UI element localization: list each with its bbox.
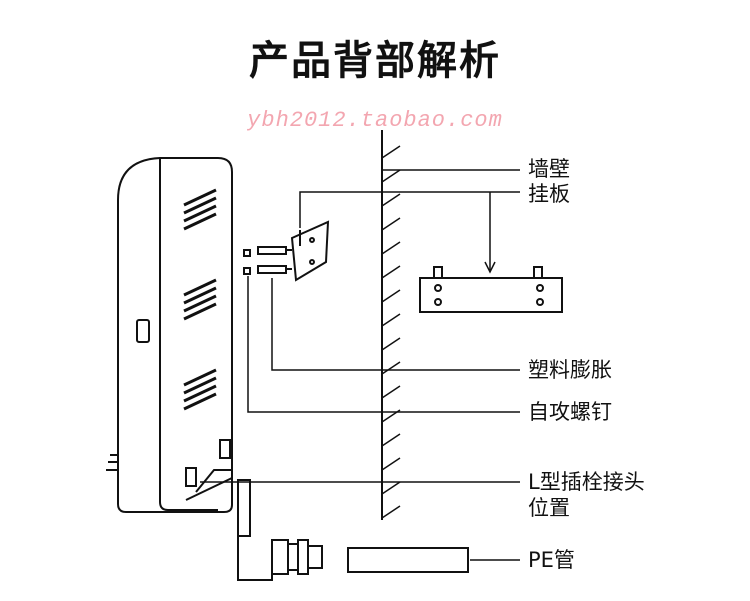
label-l-plug-joint: L型插栓接头 xyxy=(528,470,645,494)
device-body xyxy=(106,157,233,513)
hanging-plate-side xyxy=(290,220,330,282)
label-hanging-plate: 挂板 xyxy=(528,182,570,206)
shop-watermark: ybh2012.taobao.com xyxy=(247,108,503,133)
leader-lines xyxy=(200,169,520,561)
diagram-title: 产品背部解析 xyxy=(249,37,501,84)
label-self-tapping-screw: 自攻螺钉 xyxy=(528,400,612,424)
label-position: 位置 xyxy=(528,496,570,520)
screws-and-anchors xyxy=(243,246,292,275)
label-plastic-anchor: 塑料膨胀 xyxy=(528,358,612,382)
label-wall: 墙壁 xyxy=(528,157,570,181)
l-plug-joint xyxy=(237,479,323,581)
label-pe-pipe: PE管 xyxy=(528,548,575,572)
pe-pipe-segment xyxy=(347,547,469,573)
hanging-plate-front xyxy=(419,266,563,313)
wall-section xyxy=(381,130,401,520)
